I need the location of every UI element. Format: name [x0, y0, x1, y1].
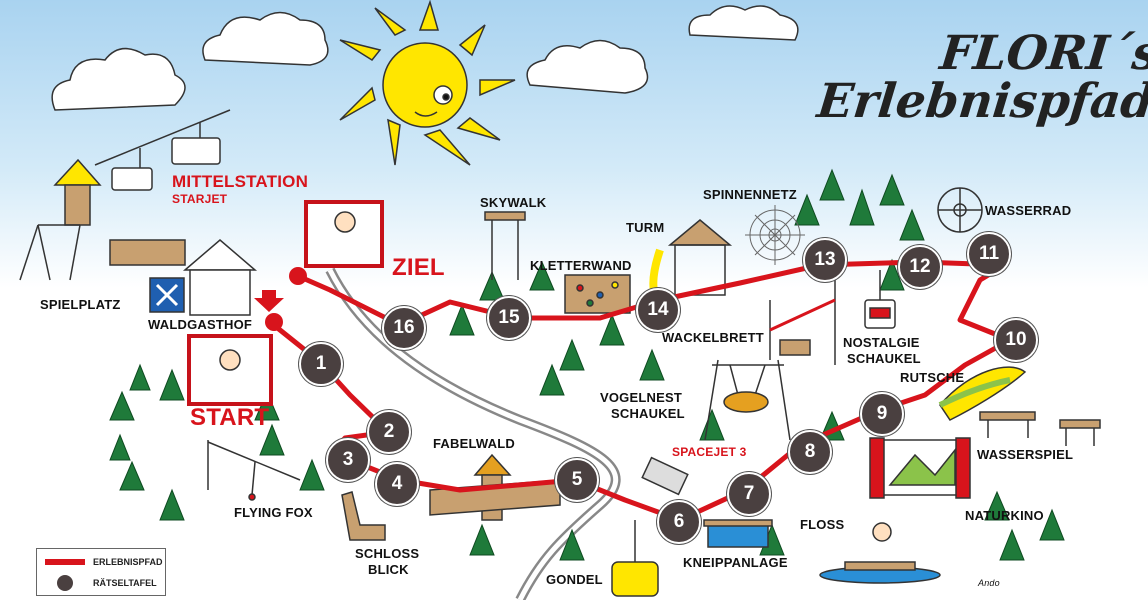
floss-label: FLOSS: [800, 517, 845, 532]
vogelnest-label-1: VOGELNEST: [600, 390, 682, 405]
spacejet-icon: [641, 456, 689, 496]
station-11[interactable]: 11: [967, 232, 1011, 276]
bird-nest-swing-icon: [704, 359, 791, 441]
skywalk-label: SKYWALK: [480, 195, 547, 210]
station-6[interactable]: 6: [657, 500, 701, 544]
station-12[interactable]: 12: [898, 245, 942, 289]
trail-swatch-icon: [45, 559, 85, 565]
station-13[interactable]: 13: [803, 238, 847, 282]
map-legend: ERLEBNISPFAD RÄTSELTAFEL: [36, 548, 166, 596]
starjet-label: STARJET: [172, 192, 228, 206]
spacejet-label: SPACEJET 3: [672, 445, 747, 459]
station-swatch-icon: [57, 575, 73, 591]
naturkino-label: NATURKINO: [965, 508, 1044, 523]
waldgasthof-label: WALDGASTHOF: [148, 317, 253, 332]
start-picture: [187, 334, 273, 406]
station-15[interactable]: 15: [487, 296, 531, 340]
wasserspiel-label: WASSERSPIEL: [977, 447, 1074, 462]
spinnennetz-label: SPINNENNETZ: [703, 187, 797, 202]
station-14[interactable]: 14: [636, 288, 680, 332]
rutsche-label: RUTSCHE: [900, 370, 965, 385]
page-title: FLORI´s Erlebnispfad: [814, 26, 1148, 129]
sun-icon: [339, 0, 516, 166]
station-10[interactable]: 10: [994, 318, 1038, 362]
station-7[interactable]: 7: [727, 472, 771, 516]
title-line2: Erlebnispfad: [814, 74, 1148, 129]
tower-icon: [649, 219, 733, 297]
ziel-label: ZIEL: [392, 254, 445, 281]
spider-web-icon: [745, 205, 805, 265]
legend-trail: ERLEBNISPFAD: [45, 557, 163, 567]
station-8[interactable]: 8: [788, 430, 832, 474]
gondel-label: GONDEL: [546, 572, 603, 587]
wasserrad-label: WASSERRAD: [985, 203, 1072, 218]
skywalk-icon: [484, 211, 526, 280]
cloud-icon: [51, 5, 799, 111]
kneipp-icon: [703, 519, 773, 548]
legend-trail-label: ERLEBNISPFAD: [93, 557, 163, 567]
legend-puzzle: RÄTSELTAFEL: [45, 575, 157, 591]
nostalgia-swing-icon: [864, 270, 896, 329]
start-arrow-icon: [254, 290, 284, 312]
station-9[interactable]: 9: [860, 392, 904, 436]
water-play-icon: [979, 411, 1101, 446]
water-wheel-icon: [937, 187, 983, 233]
artist-signature: Ando: [978, 578, 1000, 588]
nostalgie-label-2: SCHAUKEL: [847, 351, 921, 366]
waldgasthof-icon: [149, 239, 258, 316]
wackelbrett-label: WACKELBRETT: [662, 330, 764, 345]
tree-icon: [109, 168, 1065, 561]
fabelwald-label: FABELWALD: [433, 436, 515, 451]
station-16[interactable]: 16: [382, 306, 426, 350]
turm-label: TURM: [626, 220, 665, 235]
playground-icon: [19, 158, 186, 281]
climbing-wall-icon: [564, 274, 631, 314]
station-2[interactable]: 2: [367, 410, 411, 454]
kletterwand-label: KLETTERWAND: [530, 258, 632, 273]
gondola-icon: [611, 520, 659, 597]
ziel-picture: [304, 200, 384, 268]
station-4[interactable]: 4: [375, 462, 419, 506]
raft-icon: [819, 522, 941, 584]
nature-cinema-icon: [869, 437, 971, 499]
start-label: START: [190, 404, 270, 431]
title-line1: FLORI´s: [937, 26, 1148, 81]
station-1[interactable]: 1: [299, 342, 343, 386]
schloss-label-2: BLICK: [368, 562, 409, 577]
flying-fox-label: FLYING FOX: [234, 505, 313, 520]
flying-fox-icon: [207, 440, 301, 501]
vogelnest-label-2: SCHAUKEL: [611, 406, 685, 421]
viewpoint-chair-icon: [341, 491, 386, 541]
legend-puzzle-label: RÄTSELTAFEL: [93, 578, 157, 588]
wobble-bridge-icon: [769, 270, 836, 365]
mittelstation-label: MITTELSTATION: [172, 172, 309, 191]
slide-icon: [938, 366, 1027, 421]
kneippanlage-label: KNEIPPANLAGE: [683, 555, 788, 570]
station-5[interactable]: 5: [555, 458, 599, 502]
schloss-label-1: SCHLOSS: [355, 546, 420, 561]
chairlift-icon: [94, 109, 231, 191]
nostalgie-label-1: NOSTALGIE: [843, 335, 920, 350]
station-3[interactable]: 3: [326, 438, 370, 482]
spielplatz-label: SPIELPLATZ: [40, 297, 121, 312]
